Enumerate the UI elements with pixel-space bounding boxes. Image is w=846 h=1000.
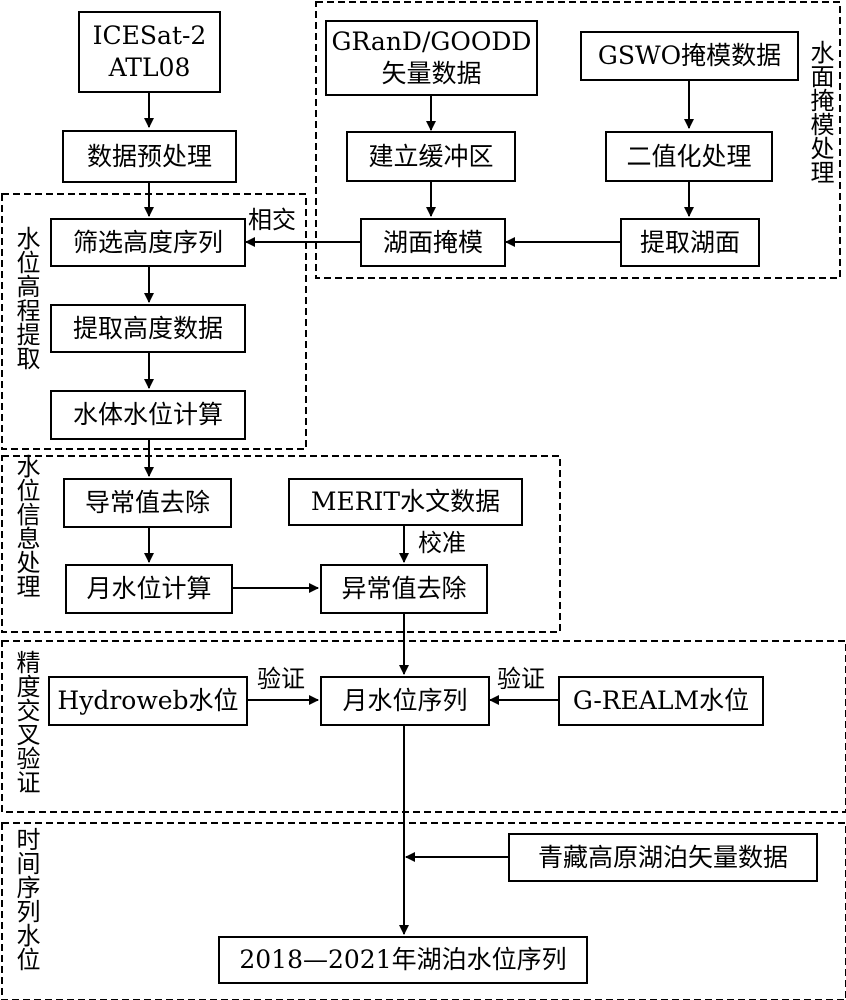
- node-buffer: 建立缓冲区: [346, 131, 516, 182]
- edge-label-calibrate: 校准: [418, 529, 466, 557]
- node-hydroweb: Hydroweb水位: [48, 676, 248, 726]
- node-icesat-line1: ICESat-2: [92, 21, 207, 50]
- node-hydroweb-label: Hydroweb水位: [57, 686, 239, 715]
- node-filter-height: 筛选高度序列: [50, 218, 246, 267]
- node-buffer-label: 建立缓冲区: [368, 141, 494, 171]
- edge-label-verify-right: 验证: [497, 665, 545, 693]
- node-extract-height: 提取高度数据: [50, 304, 246, 353]
- node-final-series-label: 2018—2021年湖泊水位序列: [239, 945, 567, 974]
- node-monthly-series: 月水位序列: [320, 676, 490, 726]
- group-frame-time-series: [1, 822, 846, 1000]
- node-filter-height-label: 筛选高度序列: [72, 227, 223, 257]
- node-water-level-calc-label: 水体水位计算: [72, 400, 223, 429]
- node-monthly-calc-label: 月水位计算: [86, 574, 212, 603]
- node-tibet-vector-label: 青藏高原湖泊矢量数据: [537, 842, 788, 872]
- node-monthly-series-label: 月水位序列: [342, 686, 468, 715]
- node-binarize: 二值化处理: [605, 131, 773, 182]
- node-icesat-line2: ATL08: [108, 53, 191, 82]
- group-frame-mask-processing: [315, 1, 841, 279]
- edge-label-intersect: 相交: [248, 206, 296, 234]
- node-extract-lake: 提取湖面: [620, 218, 760, 267]
- node-icesat: ICESat-2 ATL08: [78, 11, 221, 93]
- node-gswo-label: GSWO掩模数据: [597, 41, 782, 70]
- node-preprocess-label: 数据预处理: [86, 141, 212, 171]
- node-lake-mask: 湖面掩模: [360, 218, 506, 267]
- node-water-level-calc: 水体水位计算: [50, 390, 246, 440]
- node-tibet-vector: 青藏高原湖泊矢量数据: [508, 833, 818, 882]
- node-binarize-label: 二值化处理: [626, 141, 752, 171]
- node-deriv-outlier: 导常值去除: [63, 478, 232, 528]
- node-merit-label: MERIT水文数据: [310, 487, 501, 516]
- node-outlier-removal-label: 异常值去除: [341, 574, 467, 603]
- node-grand-line2: 矢量数据: [381, 59, 482, 88]
- group-frame-info-processing: [1, 455, 561, 633]
- node-grand: GRanD/GOODD 矢量数据: [325, 20, 538, 96]
- node-deriv-outlier-label: 导常值去除: [84, 488, 210, 517]
- group-label-cross-validation: 精度交叉验证: [12, 650, 40, 794]
- node-monthly-calc: 月水位计算: [65, 564, 233, 614]
- node-grealm: G-REALM水位: [558, 676, 764, 726]
- node-extract-lake-label: 提取湖面: [639, 227, 740, 257]
- node-merit: MERIT水文数据: [288, 478, 523, 526]
- group-label-mask-processing: 水面掩模处理: [806, 40, 834, 184]
- node-extract-height-label: 提取高度数据: [72, 313, 223, 343]
- group-label-elevation-extraction: 水位高程提取: [12, 226, 40, 370]
- node-preprocess: 数据预处理: [62, 130, 237, 183]
- group-label-info-processing: 水位信息处理: [12, 454, 40, 598]
- group-label-time-series: 时间序列水位: [12, 827, 40, 971]
- group-frame-cross-validation: [1, 640, 846, 813]
- node-final-series: 2018—2021年湖泊水位序列: [218, 936, 588, 984]
- node-gswo: GSWO掩模数据: [580, 31, 799, 81]
- node-lake-mask-label: 湖面掩模: [382, 227, 483, 257]
- edge-label-verify-left: 验证: [257, 665, 305, 693]
- node-grand-line1: GRanD/GOODD: [331, 27, 532, 56]
- node-grealm-label: G-REALM水位: [572, 686, 750, 715]
- group-frame-elevation-extraction: [1, 193, 307, 450]
- node-outlier-removal: 异常值去除: [320, 564, 488, 614]
